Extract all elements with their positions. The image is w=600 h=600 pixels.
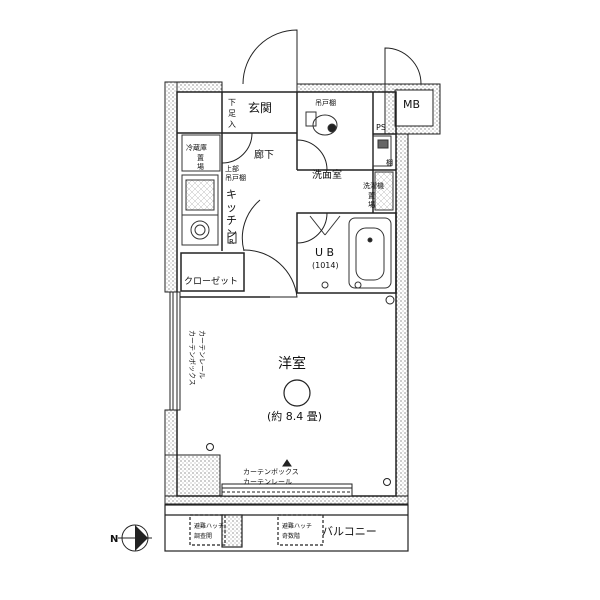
label-hatch-left-2: 調查開 bbox=[194, 532, 212, 540]
door-swings bbox=[221, 29, 422, 298]
label-reizoko-1: 冷蔵庫 bbox=[186, 143, 207, 152]
left-window bbox=[169, 291, 181, 411]
label-kitchen-3: チ bbox=[226, 214, 237, 227]
label-ps: PS bbox=[376, 123, 386, 132]
bottom-window bbox=[206, 295, 395, 497]
label-reizoko-3: 場 bbox=[197, 162, 204, 171]
label-tenbukan: 吊戸棚 bbox=[315, 98, 336, 107]
bathtub bbox=[309, 215, 392, 289]
label-hatch-right-1: 避難ハッチ bbox=[282, 522, 312, 530]
label-jobukan-1: 上部 bbox=[225, 164, 239, 173]
label-hatch-right-2: 奇数階 bbox=[282, 532, 300, 540]
label-curtain-left-2: カーテンレール bbox=[198, 330, 206, 379]
kitchen-counter bbox=[181, 134, 237, 246]
label-roka: 廊下 bbox=[254, 148, 274, 161]
interior-walls bbox=[176, 91, 397, 497]
label-sentakuki-3: 場 bbox=[368, 200, 375, 209]
label-geta-1: 下 bbox=[228, 98, 236, 107]
labels: 玄関 下 足 入 廊下 キ ッ チ ン R 冷蔵庫 置 場 上部 吊戸棚 吊戸棚… bbox=[110, 98, 420, 545]
balcony bbox=[164, 504, 409, 552]
north-arrow bbox=[118, 524, 152, 552]
label-reizoko-2: 置 bbox=[197, 154, 204, 162]
label-geta-2: 足 bbox=[228, 109, 236, 118]
label-youshitsu-size: (約 8.4 畳) bbox=[267, 409, 322, 423]
label-balcony: バルコニー bbox=[322, 525, 377, 538]
label-mb: MB bbox=[403, 98, 420, 111]
washroom-fixtures bbox=[305, 111, 394, 211]
label-kitchen-2: ッ bbox=[226, 201, 237, 214]
label-kitchen-4: ン bbox=[226, 227, 237, 240]
label-ub: U B bbox=[315, 246, 334, 259]
label-geta-3: 入 bbox=[228, 120, 236, 129]
label-hatch-left-1: 避難ハッチ bbox=[194, 522, 224, 530]
label-kitchen-r: R bbox=[229, 238, 234, 246]
label-curtain-left-1: カーテンボックス bbox=[188, 330, 196, 386]
label-youshitsu: 洋室 bbox=[278, 355, 306, 372]
label-sentakuki-1: 洗濯機 bbox=[363, 181, 384, 190]
label-closet: クローゼット bbox=[184, 275, 238, 287]
label-curtain-bottom-1: カーテンボックス bbox=[243, 468, 299, 476]
label-kitchen-1: キ bbox=[226, 188, 237, 201]
room-center-marker bbox=[283, 379, 311, 407]
label-sentakuki-2: 置 bbox=[368, 192, 375, 200]
label-senmenshitsu: 洗面室 bbox=[312, 168, 342, 181]
label-jobukan-2: 吊戸棚 bbox=[225, 173, 246, 182]
label-ub-size: (1014) bbox=[312, 261, 339, 270]
label-curtain-bottom-2: カーテンレール bbox=[243, 478, 292, 486]
label-north: N bbox=[110, 534, 118, 545]
label-genkan: 玄関 bbox=[248, 100, 272, 115]
label-tana: 棚 bbox=[386, 158, 393, 167]
